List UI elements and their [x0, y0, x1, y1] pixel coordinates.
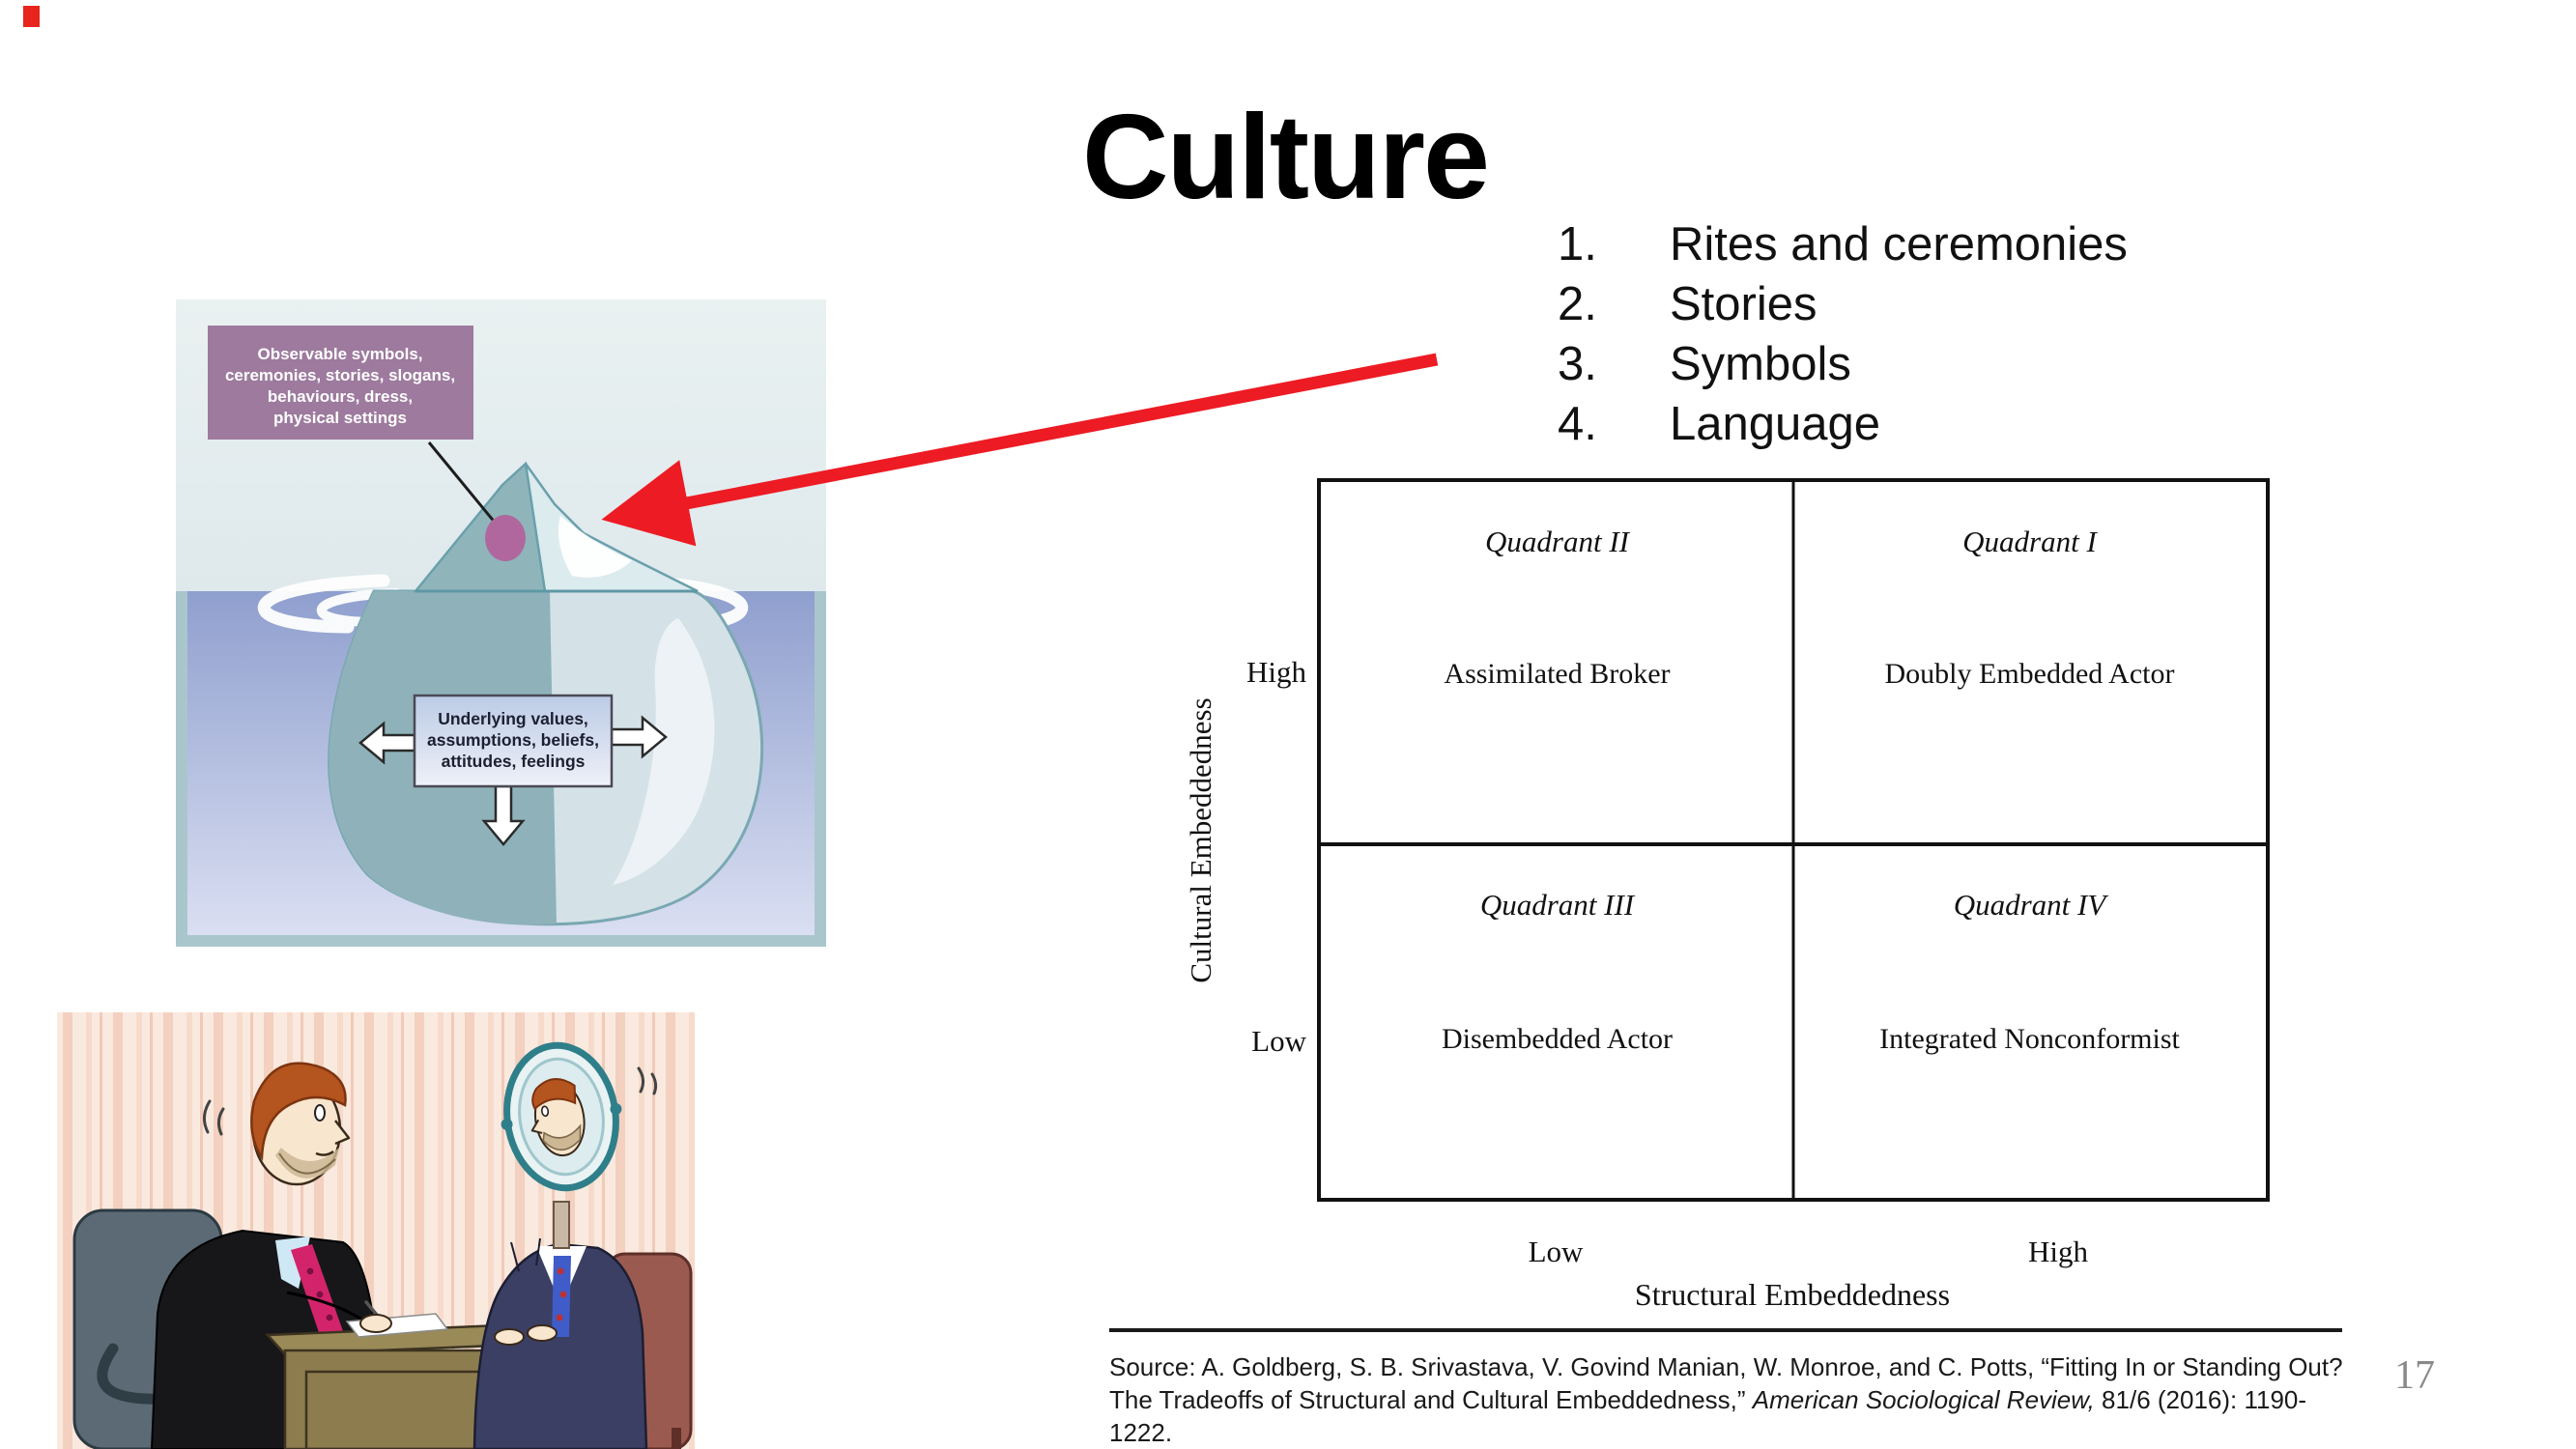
quadrant-1-name: Quadrant I — [1962, 525, 2097, 558]
list-item: 2. Stories — [1558, 274, 2128, 334]
svg-text:behaviours, dress,: behaviours, dress, — [268, 387, 413, 406]
mirror-head-candidate — [472, 1041, 693, 1449]
y-axis-title: Cultural Embeddedness — [1184, 697, 1217, 983]
svg-text:Underlying values,: Underlying values, — [438, 709, 588, 728]
source-citation: Source: A. Goldberg, S. B. Srivastava, V… — [1109, 1350, 2356, 1449]
culture-elements-list: 1. Rites and ceremonies 2. Stories 3. Sy… — [1558, 214, 2128, 454]
interview-mirror-cartoon — [57, 1012, 695, 1449]
y-axis-low-label: Low — [1251, 1024, 1306, 1058]
list-item-number: 4. — [1558, 398, 1597, 450]
observable-dot — [485, 515, 526, 561]
list-item: 1. Rites and ceremonies — [1558, 214, 2128, 274]
list-item-number: 2. — [1558, 278, 1597, 330]
observable-box — [208, 326, 473, 440]
underlying-box-text: Underlying values, assumptions, beliefs,… — [427, 709, 599, 771]
svg-text:assumptions, beliefs,: assumptions, beliefs, — [427, 730, 599, 750]
observable-box-text: Observable symbols, ceremonies, stories,… — [225, 345, 455, 427]
quadrant-1-value: Doubly Embedded Actor — [1884, 658, 2175, 690]
quadrant-horizontal-divider — [1321, 842, 2266, 846]
iceberg-culture-image: Observable symbols, ceremonies, stories,… — [176, 299, 826, 947]
page-number: 17 — [2394, 1353, 2435, 1398]
underlying-arrows — [358, 715, 668, 846]
underlying-box — [413, 694, 614, 788]
list-item-label: Rites and ceremonies — [1670, 218, 2128, 270]
svg-text:physical settings: physical settings — [273, 409, 407, 427]
y-axis-high-label: High — [1246, 655, 1306, 689]
quadrant-4-name: Quadrant IV — [1953, 888, 2106, 922]
citation-divider-rule — [1109, 1328, 2342, 1332]
quadrant-3-name: Quadrant III — [1479, 888, 1635, 922]
iceberg-frame-right — [815, 591, 826, 947]
list-item-number: 1. — [1558, 218, 1597, 270]
iceberg-frame-bottom — [176, 935, 826, 947]
list-item-number: 3. — [1558, 338, 1597, 390]
svg-text:ceremonies, stories, slogans,: ceremonies, stories, slogans, — [225, 366, 455, 384]
red-arrow — [601, 353, 1439, 547]
quadrant-3-value: Disembedded Actor — [1441, 1023, 1674, 1055]
quadrant-4-value: Integrated Nonconformist — [1879, 1023, 2180, 1055]
quadrant-2-value: Assimilated Broker — [1444, 658, 1671, 690]
x-axis-title: Structural Embeddedness — [1634, 1277, 1951, 1312]
svg-text:Observable symbols,: Observable symbols, — [257, 345, 422, 363]
list-item-label: Stories — [1670, 278, 1818, 330]
quadrant-2-name: Quadrant II — [1485, 525, 1629, 558]
citation-line-2: The Tradeoffs of Structural and Cultural… — [1109, 1385, 2307, 1447]
callout-line — [427, 441, 502, 530]
embeddedness-quadrant-chart: Quadrant II Quadrant I Assimilated Broke… — [1317, 478, 2270, 1202]
list-item-label: Symbols — [1670, 338, 1851, 390]
svg-text:attitudes, feelings: attitudes, feelings — [442, 752, 586, 771]
journal-name: American Sociological Review, — [1752, 1385, 2095, 1414]
x-axis-low-label: Low — [1528, 1235, 1584, 1268]
x-axis-high-label: High — [2028, 1235, 2088, 1268]
citation-line-1: Source: A. Goldberg, S. B. Srivastava, V… — [1109, 1352, 2343, 1381]
iceberg-frame-left — [176, 591, 187, 947]
page-title: Culture — [1082, 91, 1490, 224]
red-corner-mark — [23, 6, 40, 27]
list-item-label: Language — [1670, 398, 1881, 450]
quadrant-vertical-divider — [1791, 482, 1795, 1198]
mirror-head — [501, 1041, 622, 1192]
list-item: 3. Symbols — [1558, 334, 2128, 394]
list-item: 4. Language — [1558, 394, 2128, 454]
